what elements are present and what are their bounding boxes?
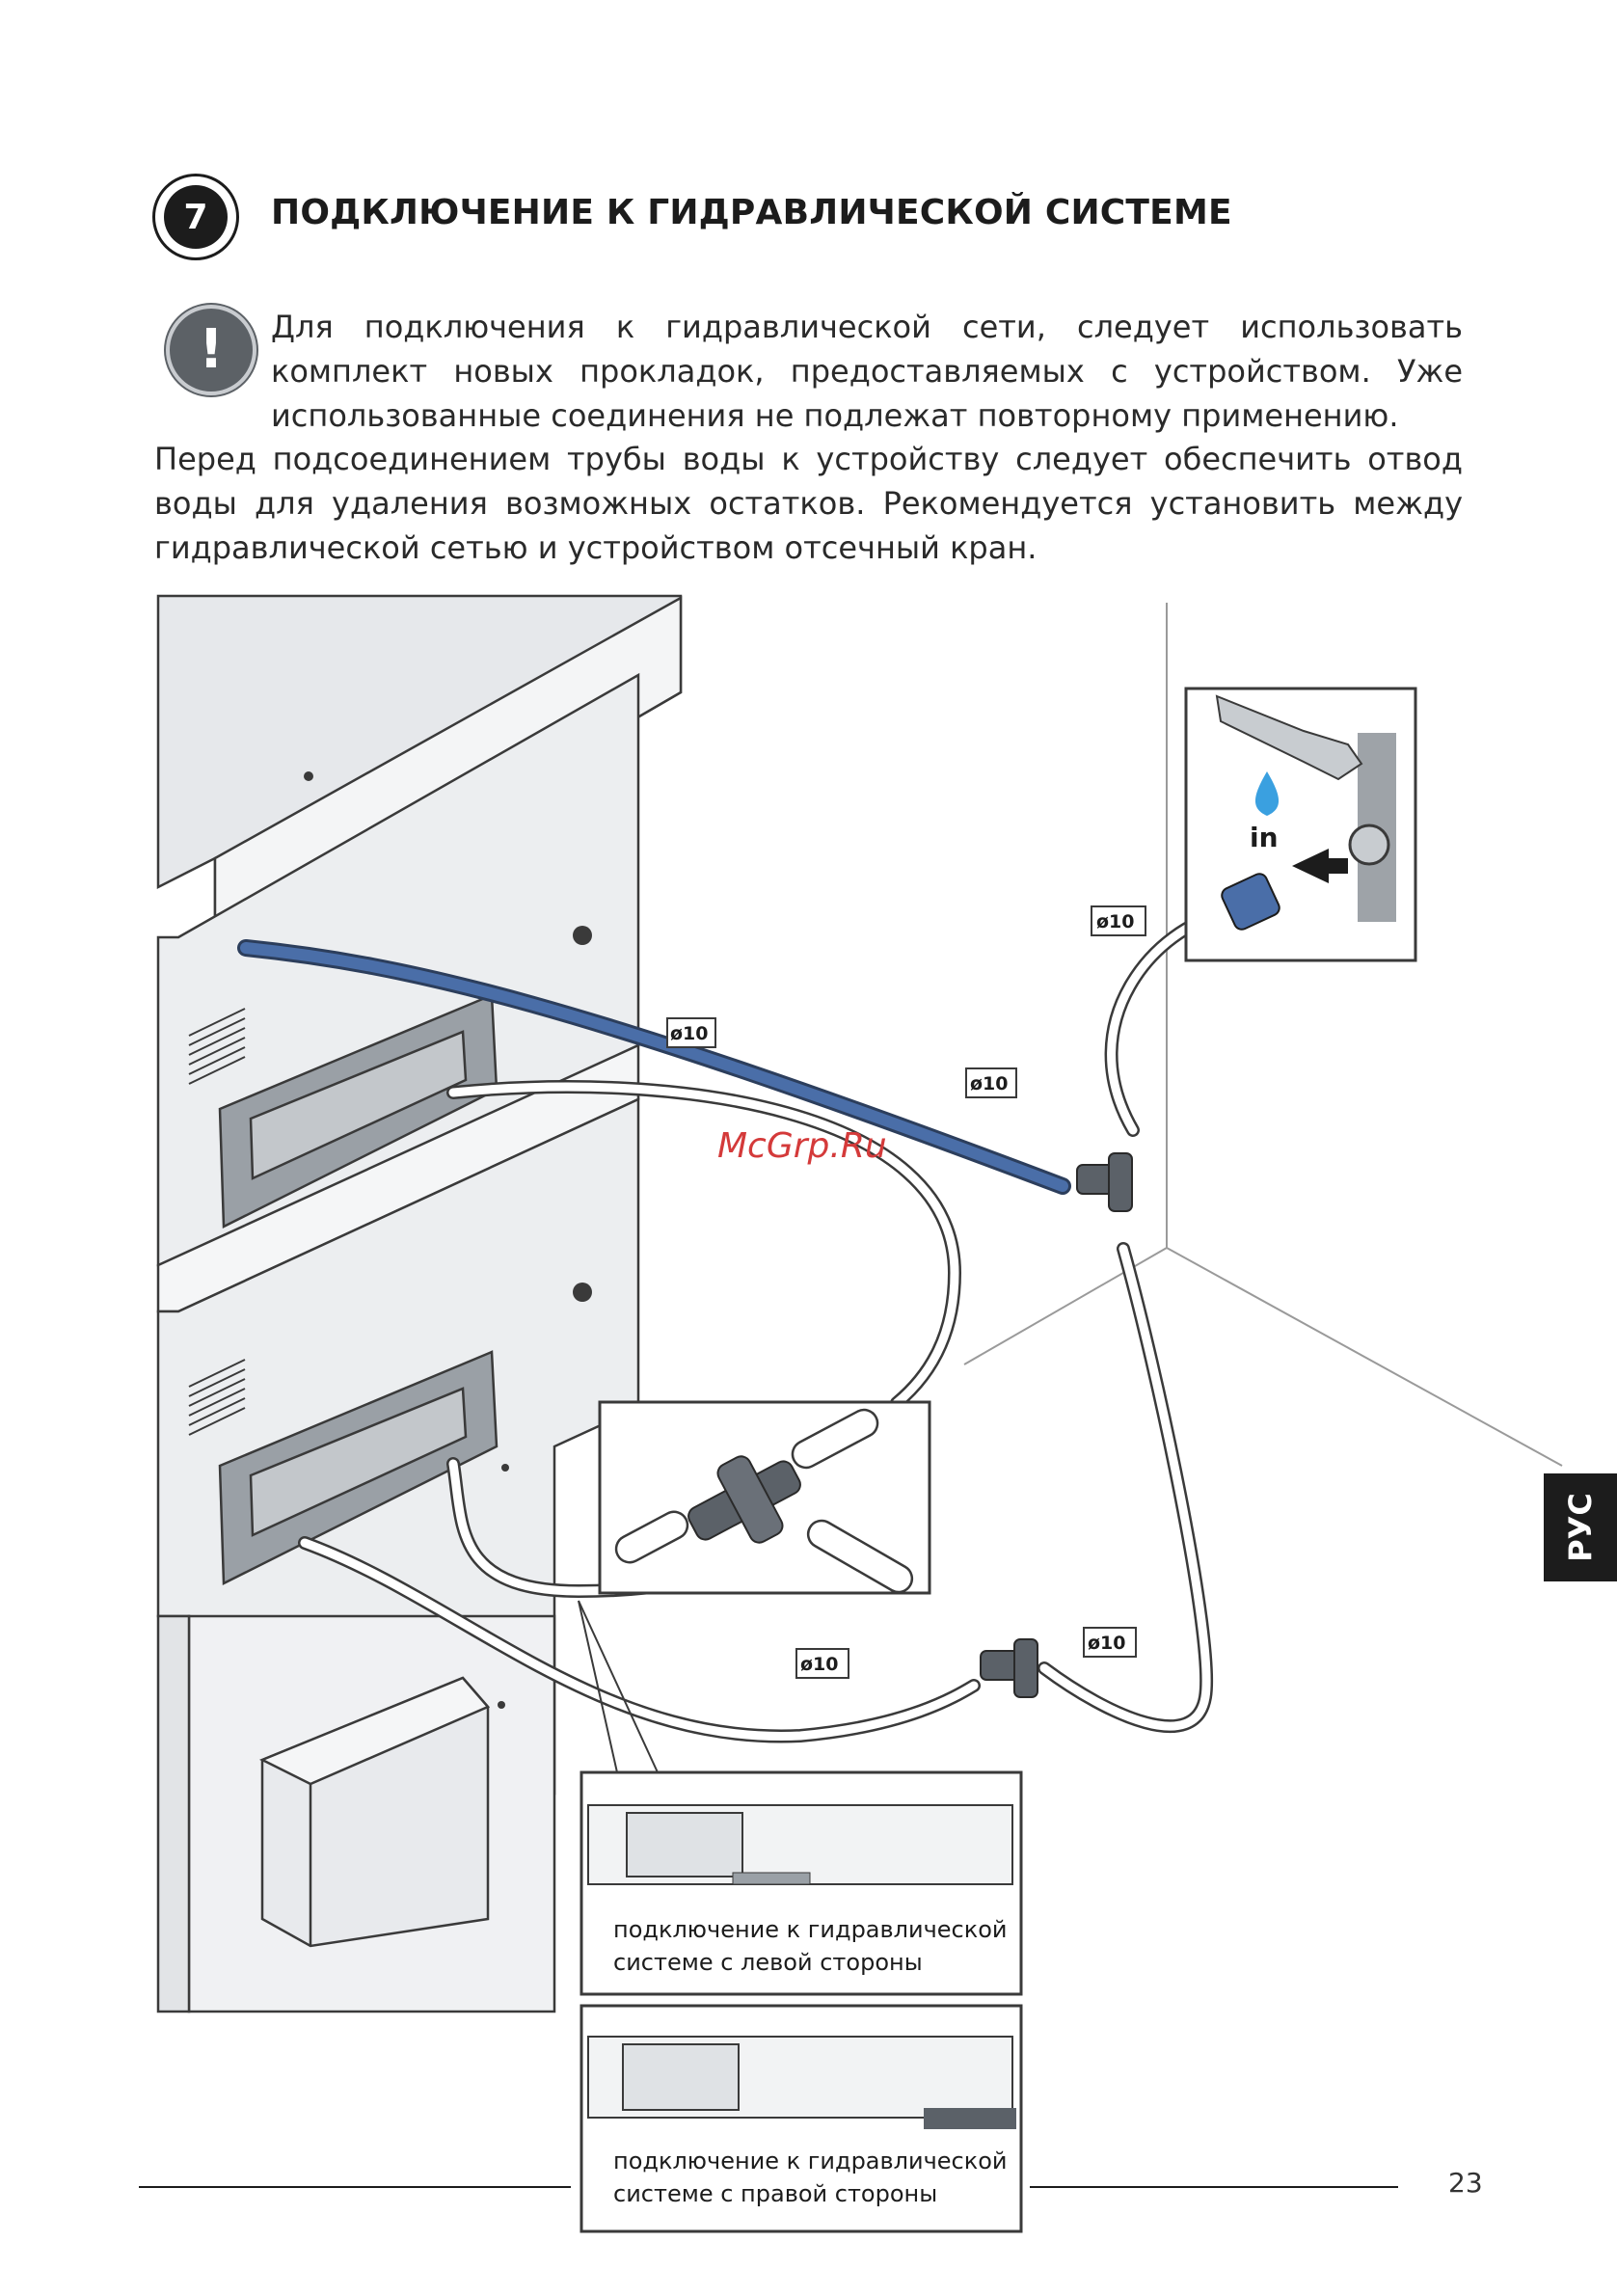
tee-detail-inset	[598, 1400, 931, 1595]
language-tab-label: РУС	[1561, 1493, 1599, 1562]
instruction-paragraph: Перед подсоединением трубы воды к устрой…	[154, 441, 1463, 566]
diameter-labels	[666, 905, 1146, 1679]
hydraulic-connection-diagram: in ø10 ø10 ø10 ø10 ø10	[156, 594, 1563, 2233]
pipe-diameter-label: ø10	[670, 1023, 709, 1044]
warning-text: Для подключения к гидравлической сети, с…	[271, 309, 1463, 434]
pipe-diameter-label: ø10	[1096, 911, 1135, 932]
step-number: 7	[164, 185, 228, 249]
left-side-inset	[579, 1770, 1023, 1996]
leader-lines	[578, 1600, 659, 1773]
tee-fittings	[980, 1152, 1133, 1698]
appliance	[156, 594, 683, 2013]
right-side-inset	[579, 2004, 1023, 2233]
vent-slots	[188, 1008, 246, 1436]
watermark: McGrp.Ru	[717, 1126, 887, 1166]
white-pipes	[298, 907, 1231, 1743]
right-inset-caption-line1: подключение к гидравлической	[613, 2147, 1008, 2174]
footer-rule-right	[1030, 2186, 1398, 2188]
tap-inset: in	[1184, 687, 1417, 962]
connection-panels	[218, 993, 499, 1585]
exclamation-icon: !	[166, 305, 256, 395]
right-inset-caption-line2: системе с правой стороны	[613, 2180, 938, 2207]
page-number: 23	[1448, 2167, 1483, 2199]
page-title: ПОДКЛЮЧЕНИЕ К ГИДРАВЛИЧЕСКОЙ СИСТЕМЕ	[271, 193, 1232, 232]
fittings	[304, 771, 592, 1709]
pipe-diameter-label: ø10	[1088, 1633, 1126, 1654]
left-inset-caption-line2: системе с левой стороны	[613, 1949, 923, 1976]
left-inset-caption-line1: подключение к гидравлической	[613, 1916, 1008, 1943]
pipe-diameter-label: ø10	[800, 1654, 839, 1675]
language-tab: РУС	[1544, 1473, 1617, 1581]
inlet-label: in	[1250, 822, 1279, 853]
water-drop-icon	[1254, 771, 1280, 816]
step-number-badge: 7	[152, 174, 239, 260]
footer-rule-left	[139, 2186, 571, 2188]
pipe-diameter-label: ø10	[970, 1073, 1009, 1094]
arrow-icon	[1292, 849, 1348, 883]
